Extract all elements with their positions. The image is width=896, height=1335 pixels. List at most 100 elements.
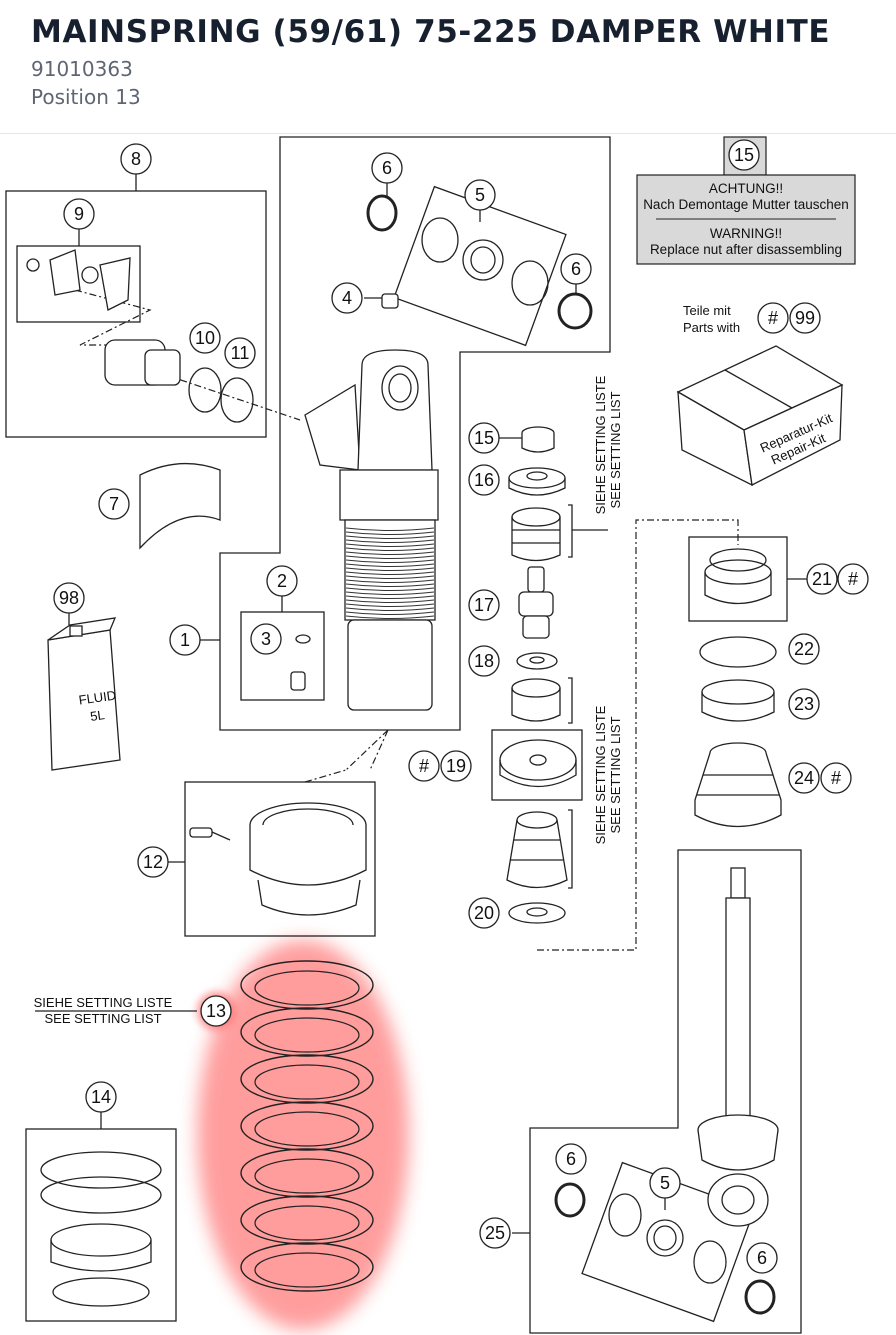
part-25-shaft [697, 867, 779, 1227]
part-number: 91010363 [31, 57, 133, 81]
callout-6-c[interactable]: 6 [555, 1143, 587, 1175]
part-3-oring [290, 634, 311, 691]
part-15-bushing [521, 426, 555, 453]
callout-5-b[interactable]: 5 [649, 1167, 681, 1199]
callout-9[interactable]: 9 [63, 198, 95, 230]
part-14-spring-seat [40, 1151, 162, 1307]
svg-text:#: # [831, 768, 841, 788]
callout-5-a[interactable]: 5 [464, 179, 496, 211]
callout-3[interactable]: 3 [250, 623, 282, 655]
part-shim-stack-2 [511, 678, 561, 722]
group-box-8 [5, 190, 267, 438]
svg-text:10: 10 [195, 328, 215, 348]
callout-6-b[interactable]: 6 [560, 253, 592, 285]
repair-kit-box: Reparatur-Kit Repair-Kit [676, 345, 844, 487]
svg-text:25: 25 [485, 1223, 505, 1243]
warning-box: ACHTUNG!! Nach Demontage Mutter tauschen… [636, 136, 856, 265]
callout-98[interactable]: 98 [53, 582, 85, 614]
callout-4[interactable]: 4 [331, 282, 363, 314]
callout-7[interactable]: 7 [98, 488, 130, 520]
svg-text:#: # [419, 756, 429, 776]
callout-hash-19[interactable]: # [408, 750, 440, 782]
part-5-upper [421, 217, 549, 306]
svg-text:1: 1 [180, 630, 190, 650]
svg-text:8: 8 [131, 149, 141, 169]
setting-list-brackets [568, 504, 608, 889]
coil-threads [345, 527, 435, 619]
group-box-5b [581, 1161, 755, 1323]
svg-text:17: 17 [474, 595, 494, 615]
callout-6-d[interactable]: 6 [746, 1242, 778, 1274]
centerline-shock [304, 729, 389, 783]
callout-19[interactable]: 19 [440, 750, 472, 782]
part-17-rebound-needle [518, 566, 554, 639]
part-12-cap [189, 802, 367, 916]
svg-text:99: 99 [795, 308, 815, 328]
svg-text:3: 3 [261, 629, 271, 649]
part-21-bearing [704, 548, 772, 605]
part-shim-stack-3 [506, 811, 568, 889]
highlight-position-13 [197, 940, 409, 1330]
callout-2[interactable]: 2 [266, 565, 298, 597]
part-8-adjuster [104, 339, 254, 423]
warning-line-1: ACHTUNG!! [709, 181, 783, 196]
svg-text:9: 9 [74, 204, 84, 224]
group-box-damper [219, 136, 611, 731]
callout-15-a[interactable]: 15 [728, 139, 760, 171]
part-23-bump-cup [701, 679, 775, 722]
callout-hash-24[interactable]: # [820, 762, 852, 794]
svg-text:21: 21 [812, 569, 832, 589]
warning-line-3: WARNING!! [710, 226, 782, 241]
svg-text:2: 2 [277, 571, 287, 591]
centerline-8 [74, 289, 301, 421]
callout-18[interactable]: 18 [468, 645, 500, 677]
callout-12[interactable]: 12 [137, 846, 169, 878]
part-22-circlip [699, 636, 777, 668]
callout-17[interactable]: 17 [468, 589, 500, 621]
part-18-washer [516, 652, 558, 670]
warning-line-4: Replace nut after disassembling [650, 242, 842, 257]
callout-24[interactable]: 24 [788, 762, 820, 794]
svg-text:18: 18 [474, 651, 494, 671]
page-header: MAINSPRING (59/61) 75-225 DAMPER WHITE 9… [0, 0, 896, 134]
callout-1[interactable]: 1 [169, 624, 201, 656]
setting-list-en: SEE SETTING LIST [44, 1011, 161, 1026]
callout-16[interactable]: 16 [468, 464, 500, 496]
warning-line-2: Nach Demontage Mutter tauschen [643, 197, 849, 212]
callout-21[interactable]: 21 [806, 563, 838, 595]
callout-22[interactable]: 22 [788, 633, 820, 665]
parts-with-en: Parts with [683, 320, 740, 335]
svg-text:4: 4 [342, 288, 352, 308]
setting-list-vertical-de-2: SIEHE SETTING LISTE [593, 705, 608, 844]
callout-6-a[interactable]: 6 [371, 152, 403, 184]
callout-13[interactable]: 13 [200, 995, 232, 1027]
part-16-washer [508, 467, 566, 496]
callout-23[interactable]: 23 [788, 688, 820, 720]
callout-20[interactable]: 20 [468, 897, 500, 929]
callout-14[interactable]: 14 [85, 1081, 117, 1113]
part-98-fluid-can: FLUID 5L [47, 617, 121, 771]
callout-25[interactable]: 25 [479, 1217, 511, 1249]
callout-15-b[interactable]: 15 [468, 422, 500, 454]
callout-11[interactable]: 11 [224, 337, 256, 369]
svg-text:5: 5 [660, 1173, 670, 1193]
setting-list-de: SIEHE SETTING LISTE [34, 995, 173, 1010]
callout-8[interactable]: 8 [120, 143, 152, 175]
svg-text:6: 6 [566, 1149, 576, 1169]
svg-text:23: 23 [794, 694, 814, 714]
callout-hash-21[interactable]: # [837, 563, 869, 595]
leader-lines [68, 174, 808, 1234]
part-6-seals-lower [554, 1182, 776, 1315]
svg-text:#: # [768, 308, 778, 328]
callout-10[interactable]: 10 [189, 322, 221, 354]
svg-text:7: 7 [109, 494, 119, 514]
svg-text:13: 13 [206, 1001, 226, 1021]
group-box-5a [393, 185, 567, 347]
callout-99[interactable]: 99 [789, 302, 821, 334]
callout-hash-99[interactable]: # [757, 302, 789, 334]
shock-absorber-body [304, 293, 439, 711]
part-shim-stack-1 [511, 507, 561, 562]
setting-list-vertical-de-1: SIEHE SETTING LISTE [593, 375, 608, 514]
group-box-19 [491, 729, 583, 801]
